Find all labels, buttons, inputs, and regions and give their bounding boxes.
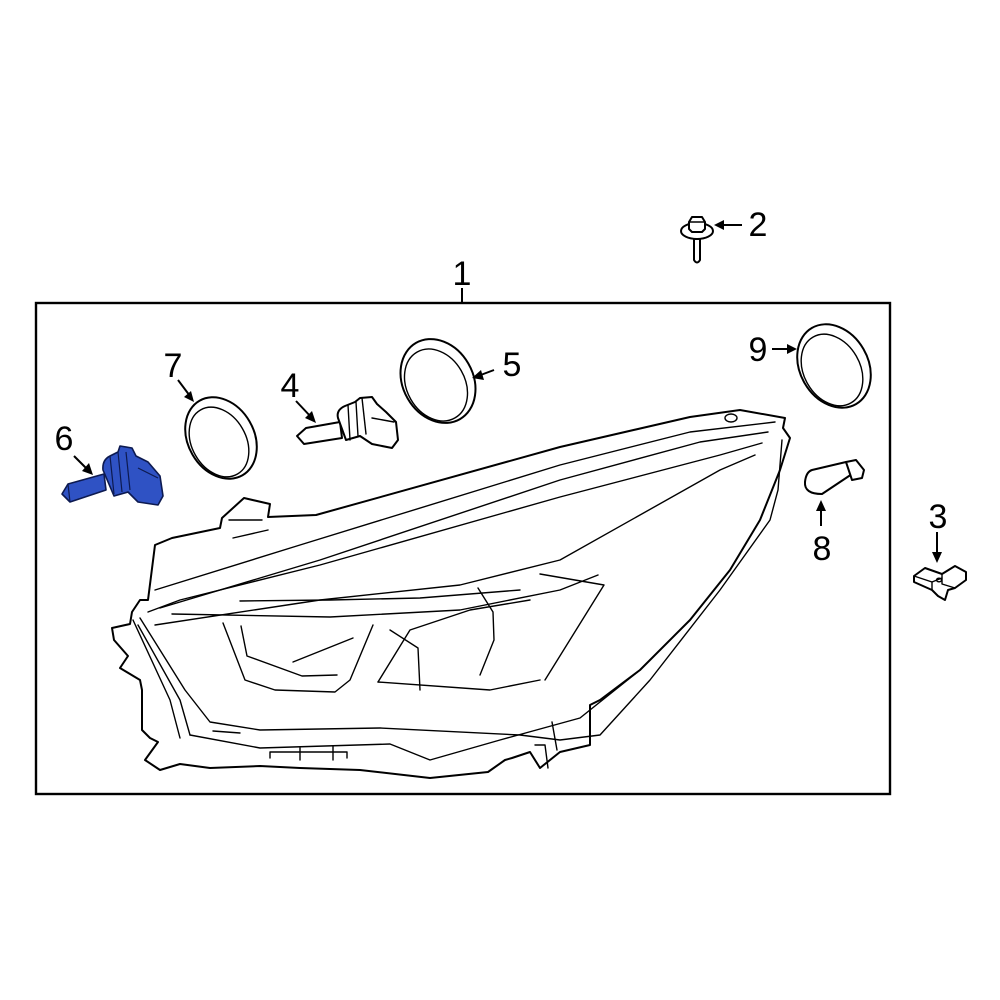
callout-arrow-3 — [932, 532, 942, 563]
callout-4: 4 — [281, 367, 300, 405]
bulb-part-6-highlighted[interactable] — [61, 445, 164, 506]
callout-8: 8 — [813, 530, 832, 568]
bulb-cover-7[interactable] — [171, 384, 271, 491]
callout-3: 3 — [929, 498, 948, 536]
side-marker-bulb-8[interactable] — [803, 459, 865, 495]
bulb-cover-9[interactable] — [783, 311, 886, 421]
callout-arrow-2 — [714, 220, 742, 230]
bracket-part[interactable] — [913, 565, 967, 601]
callout-2: 2 — [749, 206, 768, 244]
callout-arrow-4 — [295, 400, 316, 423]
callout-arrow-6 — [73, 455, 93, 475]
bolt-part[interactable] — [680, 216, 714, 264]
callout-7: 7 — [164, 347, 183, 385]
callout-arrow-5 — [472, 369, 495, 380]
callout-9: 9 — [749, 331, 768, 369]
callout-arrow-8 — [816, 500, 826, 526]
headlamp-housing[interactable] — [111, 409, 791, 779]
callout-5: 5 — [503, 346, 522, 384]
bulb-part-4[interactable] — [296, 396, 399, 449]
callout-arrow-9 — [772, 344, 797, 354]
callout-1: 1 — [453, 255, 472, 293]
callout-arrow-7 — [177, 379, 194, 402]
callout-6: 6 — [55, 420, 74, 458]
bulb-cover-5[interactable] — [386, 325, 491, 436]
